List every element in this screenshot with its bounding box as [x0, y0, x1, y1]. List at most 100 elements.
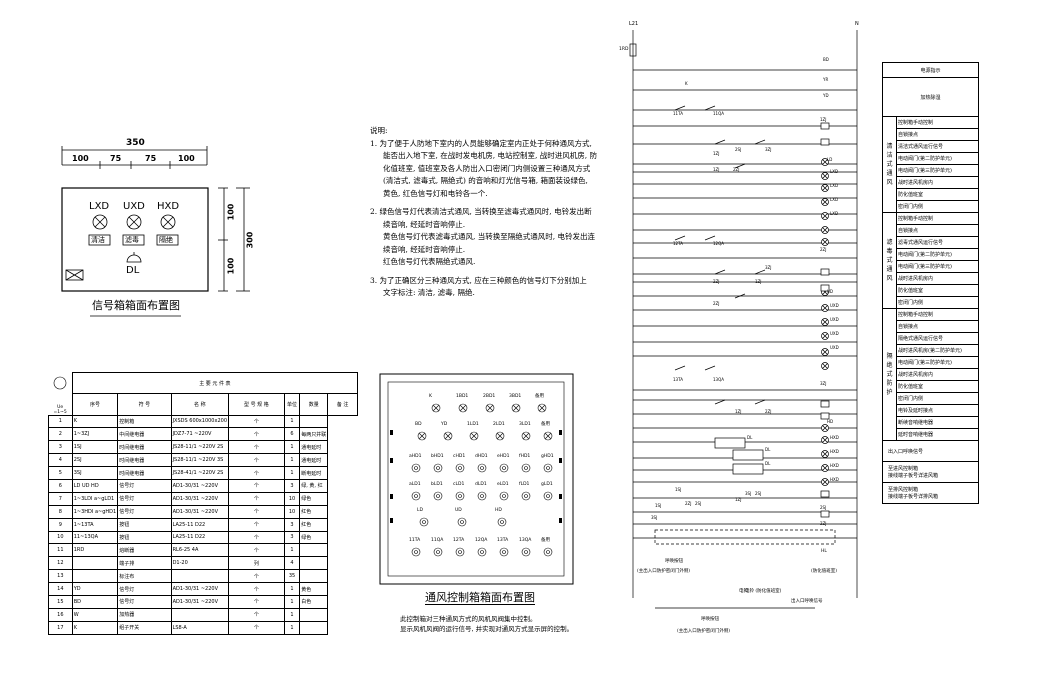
parts-cell: 熔断器: [117, 543, 172, 558]
side-cell: 电动阀门(第三防护单元): [896, 356, 979, 369]
parts-cell: 3: [283, 517, 301, 532]
vent-lamp-icon: [431, 403, 441, 413]
side-row: 自锁接点: [883, 128, 979, 141]
circuit-component-label: LXD: [830, 197, 839, 202]
vent-label: eHD1: [497, 454, 510, 459]
vent-button-icon: [477, 547, 487, 557]
vent-label: bHD1: [431, 454, 444, 459]
parts-cell: 个: [228, 478, 285, 493]
note-line: (清洁式, 滤毒式, 隔绝式) 的音响和灯光信号箱, 箱面装设绿色,: [383, 176, 588, 185]
parts-cell: 1: [283, 594, 301, 609]
vent-button-icon: [433, 491, 443, 501]
parts-cell: 个: [228, 491, 285, 506]
parts-cell: 加热器: [117, 607, 172, 622]
vent-label: fHD1: [519, 454, 531, 459]
side-cell: 延时音响继电器: [896, 428, 979, 441]
lamp-label-isolate: 隔绝: [159, 236, 173, 244]
side-row: 自锁接点: [883, 320, 979, 333]
parts-cell: 信号灯: [117, 504, 172, 519]
parts-cell: 个: [228, 453, 285, 468]
side-cell: 自锁接点: [896, 224, 979, 237]
parts-cell: 红色: [299, 517, 329, 532]
side-group-label: 隔 绝 式 防 护: [882, 308, 897, 441]
vent-button-icon: [433, 463, 443, 473]
lamp-code-hxd: HXD: [157, 201, 180, 212]
col-header: 序号: [71, 393, 119, 416]
note-line: 2. 绿色信号灯代表清洁式通风, 当转换至滤毒式通风时, 电铃发出断: [370, 207, 592, 216]
parts-cell: 红色: [299, 504, 329, 519]
side-cell: 电动阀门(第二防护单元): [896, 152, 979, 165]
rail-label-l21: L21: [629, 21, 639, 27]
vent-label: 3LD1: [519, 422, 531, 427]
side-cell: 防化值班室: [896, 380, 979, 393]
circuit-component-label: 11TA: [673, 111, 683, 116]
vent-box-drawing: [379, 373, 574, 585]
parts-cell: 8: [48, 504, 73, 519]
parts-side-label: Ue =1~5: [53, 404, 67, 415]
parts-cell: 中间继电器: [117, 427, 172, 442]
side-row: 电动阀门(第三防护单元): [883, 356, 979, 369]
parts-cell: 个: [228, 582, 285, 596]
col-header: 单位: [283, 393, 301, 416]
side-cell: 战时进风机房内: [896, 272, 979, 285]
parts-cell: 1: [283, 440, 301, 455]
parts-cell: 1RD: [71, 543, 119, 558]
parts-cell: AD1-30/31 ~220V: [170, 478, 230, 493]
circuit-component-label: 13QA: [713, 377, 724, 382]
parts-cell: [299, 414, 329, 429]
side-row: 电动阀门(第二防护单元): [883, 248, 979, 261]
circuit-component-label: 2SJ: [735, 147, 742, 152]
parts-cell: 个: [228, 530, 285, 545]
vent-button-icon: [455, 547, 465, 557]
vent-label: 备用: [535, 394, 544, 399]
side-group-label: 滤 毒 式 通 风: [882, 212, 897, 309]
side-row: 防化值班室: [883, 284, 979, 297]
vent-label: gLD1: [541, 482, 553, 487]
parts-cell: BD: [71, 594, 119, 609]
parts-cell: 个: [228, 466, 285, 480]
parts-cell: W: [71, 607, 119, 622]
circuit-component-label: UXD: [830, 331, 839, 336]
vent-lamp-icon: [485, 403, 495, 413]
vent-button-icon: [543, 491, 553, 501]
circuit-note: 电铃 (防化值班室): [745, 589, 782, 594]
vent-label: 11TA: [409, 538, 421, 543]
vent-button-icon: [457, 517, 467, 527]
parts-cell: 3: [283, 478, 301, 493]
parts-cell: 17: [48, 620, 73, 635]
side-bottom-row: 至排风控制箱接线端子板号详排风箱: [882, 482, 979, 504]
vent-label: dLD1: [475, 482, 487, 487]
parts-cell: 端子排: [117, 556, 172, 571]
circuit-component-label: 2ZJ: [765, 409, 772, 414]
parts-cell: 时间继电器: [117, 466, 172, 480]
parts-cell: 通电延时: [299, 453, 329, 468]
side-cell: 密闭门内侧: [896, 200, 979, 213]
parts-cell: 个: [228, 440, 285, 455]
vent-lamp-icon: [511, 403, 521, 413]
vent-lamp-icon: [521, 431, 531, 441]
vent-button-icon: [499, 491, 509, 501]
side-row: 断续音响继电器: [883, 416, 979, 429]
vent-label: 3BD1: [509, 394, 522, 399]
dim-right-3: 300: [245, 231, 255, 249]
circuit-component-label: 2ZJ: [820, 521, 827, 526]
vent-label: dHD1: [475, 454, 488, 459]
parts-cell: 时间继电器: [117, 440, 172, 455]
parts-cell: 6: [283, 427, 301, 442]
note-line: 续音响, 经延时音响停止.: [383, 244, 466, 254]
parts-cell: 个: [228, 543, 285, 558]
parts-cell: 16: [48, 607, 73, 622]
parts-cell: 1SJ: [71, 440, 119, 455]
side-cell: 自锁接点: [896, 320, 979, 333]
side-cell: 电铃及延时接点: [896, 404, 979, 417]
vent-label: cHD1: [453, 454, 466, 459]
vent-box-desc-2: 显示风机风阀的运行信号, 并实现对通风方式显示屏的控制。: [400, 625, 574, 633]
parts-cell: 个: [228, 569, 285, 584]
parts-cell: 7: [48, 491, 73, 506]
circuit-note: (主出入口防护密闭门外侧): [677, 629, 731, 634]
parts-cell: 4: [48, 453, 73, 468]
side-header-power: 电源指示: [882, 62, 979, 78]
